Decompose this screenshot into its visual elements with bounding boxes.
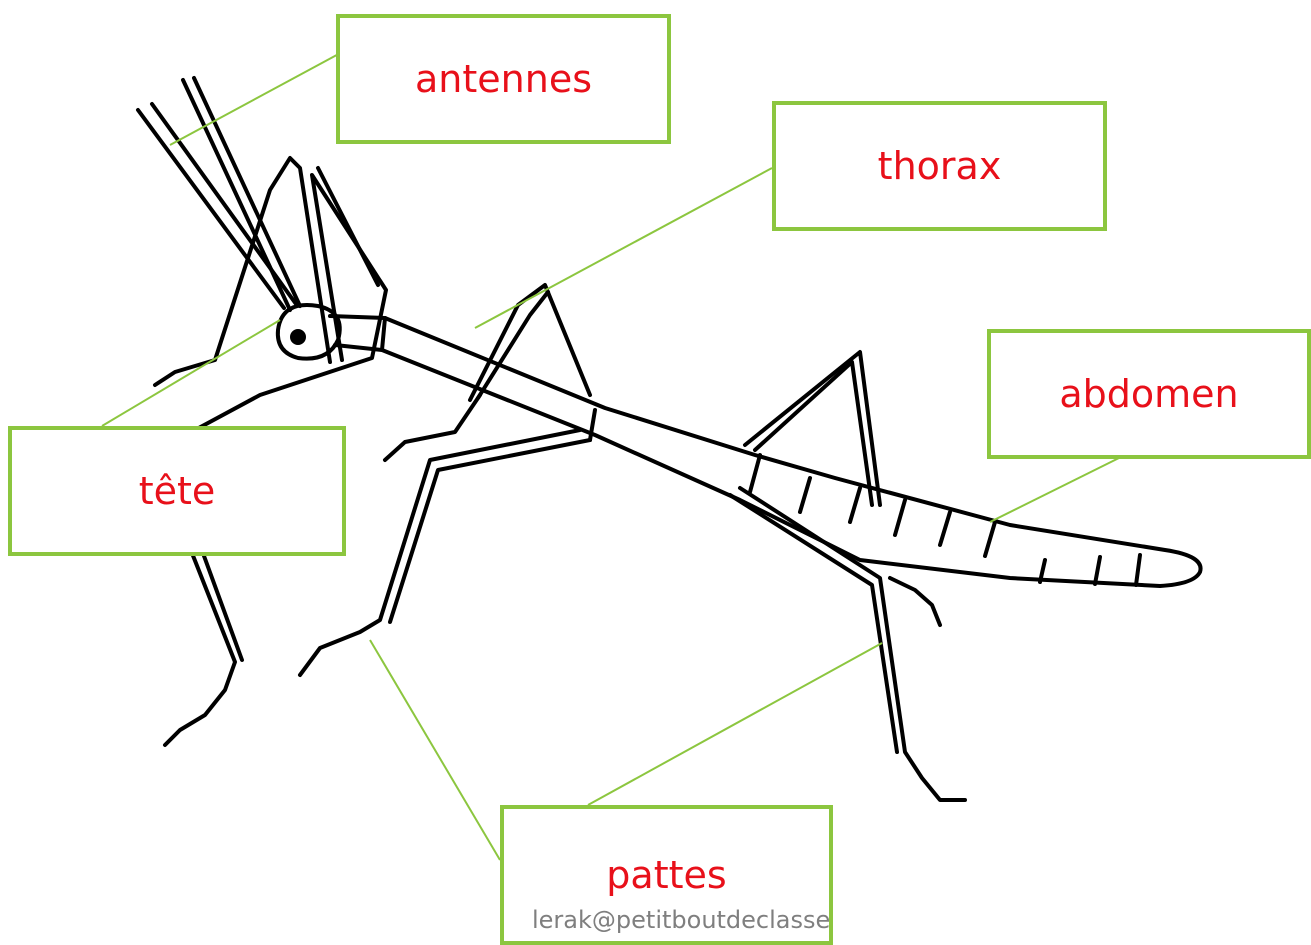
label-antennes: antennes bbox=[336, 14, 671, 144]
leader-line-abdomen bbox=[990, 455, 1125, 522]
insect-antennae bbox=[138, 78, 300, 310]
label-tete: tête bbox=[8, 426, 346, 556]
label-tete-text: tête bbox=[139, 469, 216, 513]
leader-line-pattes-left bbox=[370, 640, 500, 860]
insect-head bbox=[278, 305, 340, 359]
leader-line-tete bbox=[102, 320, 280, 426]
label-abdomen-text: abdomen bbox=[1059, 372, 1238, 416]
label-pattes-text: pattes bbox=[606, 853, 726, 897]
watermark: lerak@petitboutdeclasse bbox=[532, 906, 830, 934]
leader-line-thorax bbox=[475, 168, 772, 328]
label-abdomen: abdomen bbox=[987, 329, 1311, 459]
leader-line-antennes bbox=[170, 50, 346, 145]
leader-line-pattes-right bbox=[588, 643, 882, 805]
label-antennes-text: antennes bbox=[415, 57, 592, 101]
label-thorax: thorax bbox=[772, 101, 1107, 231]
label-thorax-text: thorax bbox=[878, 144, 1002, 188]
